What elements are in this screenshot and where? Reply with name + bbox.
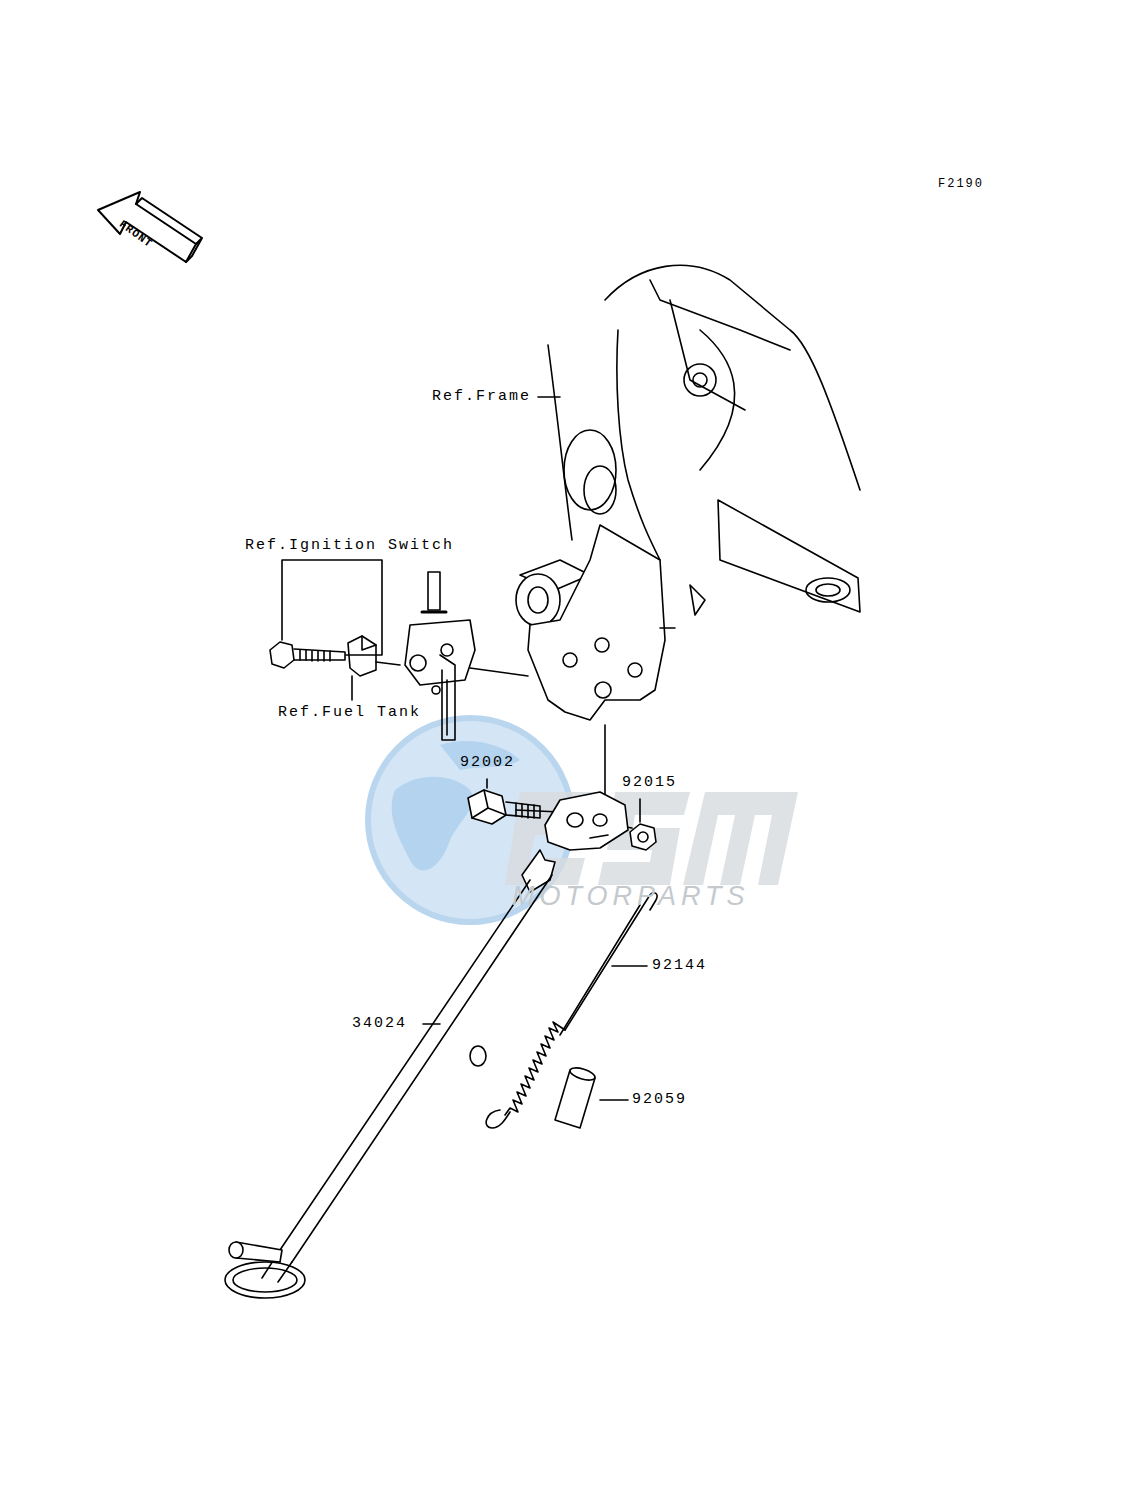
frame xyxy=(670,300,745,410)
parts-illustration xyxy=(98,192,860,1298)
frame xyxy=(684,364,716,396)
frame xyxy=(700,330,735,470)
assembly-line xyxy=(470,668,528,676)
bolt xyxy=(270,642,294,668)
frame xyxy=(516,574,560,626)
leader-line xyxy=(639,799,641,822)
nut-clip xyxy=(348,636,376,676)
reference-label: Ref.Frame xyxy=(432,389,531,406)
side-stand xyxy=(280,880,530,1250)
nut-clip xyxy=(362,636,376,650)
assembly-line xyxy=(604,725,606,800)
frame xyxy=(617,330,660,560)
pivot-bolt xyxy=(468,790,540,824)
leader-bracket xyxy=(282,560,382,655)
side-stand xyxy=(225,1262,305,1298)
frame xyxy=(584,466,616,514)
spring xyxy=(565,893,657,1030)
reference-label: Ref.Fuel Tank xyxy=(278,705,421,722)
bolt xyxy=(270,642,345,668)
watermark-text: MOTORPARTS xyxy=(512,882,750,912)
frame xyxy=(806,578,850,602)
reference-label: Ref.Ignition Switch xyxy=(245,538,454,555)
side-stand xyxy=(593,814,607,826)
sleeve xyxy=(555,1065,596,1128)
nut xyxy=(638,832,648,842)
frame xyxy=(628,663,642,677)
ignition-switch xyxy=(410,655,426,671)
pivot-bolt xyxy=(506,802,540,818)
callout-number: 92015 xyxy=(622,775,677,792)
side-stand xyxy=(229,1242,243,1258)
watermark-logo xyxy=(368,718,798,922)
frame xyxy=(548,345,572,540)
frame xyxy=(605,265,860,490)
pivot-bolt xyxy=(468,790,506,824)
callout-number: 92002 xyxy=(460,755,515,772)
side-stand xyxy=(470,1046,486,1066)
drawing-code: F2190 xyxy=(938,178,984,191)
leader-line xyxy=(538,396,560,398)
side-stand xyxy=(292,875,552,1262)
spring xyxy=(505,1022,565,1115)
frame xyxy=(528,525,665,720)
ignition-switch xyxy=(446,680,448,735)
front-arrow-side xyxy=(136,198,202,262)
ignition-switch xyxy=(405,620,475,685)
side-stand xyxy=(567,813,583,827)
sleeve xyxy=(569,1065,597,1082)
bolt xyxy=(300,650,330,661)
frame xyxy=(693,373,707,387)
leader-line xyxy=(486,779,488,788)
ignition-switch xyxy=(441,644,453,656)
watermark-letter xyxy=(683,792,798,885)
pivot-bolt xyxy=(472,790,506,818)
frame xyxy=(528,587,548,613)
front-indicator: FRONT xyxy=(117,218,155,250)
frame xyxy=(595,682,611,698)
ignition-switch xyxy=(440,655,455,740)
frame xyxy=(816,584,840,596)
side-stand xyxy=(225,792,628,1298)
frame xyxy=(718,500,860,612)
pivot-bolt xyxy=(516,803,534,818)
ignition-switch xyxy=(432,686,440,694)
nut xyxy=(630,824,656,850)
spring xyxy=(560,905,640,1035)
spring xyxy=(486,893,657,1128)
leader-line xyxy=(612,965,647,967)
leader-line xyxy=(600,1099,628,1101)
nut-clip xyxy=(348,636,376,676)
callout-number: 92059 xyxy=(632,1092,687,1109)
frame xyxy=(563,653,577,667)
ignition-switch xyxy=(428,572,440,610)
side-stand xyxy=(590,835,608,838)
frame xyxy=(660,627,675,629)
frame xyxy=(650,280,790,350)
callout-number: 92144 xyxy=(652,958,707,975)
frame xyxy=(516,265,860,720)
nut xyxy=(630,824,656,850)
frame xyxy=(690,585,705,615)
ignition-switch xyxy=(422,611,446,614)
assembly-line xyxy=(376,662,400,665)
bolt xyxy=(294,649,345,660)
callout-number: 34024 xyxy=(352,1016,407,1033)
watermark-continent xyxy=(392,777,473,871)
side-stand xyxy=(545,792,628,850)
frame xyxy=(595,638,609,652)
leader-line xyxy=(351,676,353,700)
side-stand xyxy=(233,1268,297,1292)
